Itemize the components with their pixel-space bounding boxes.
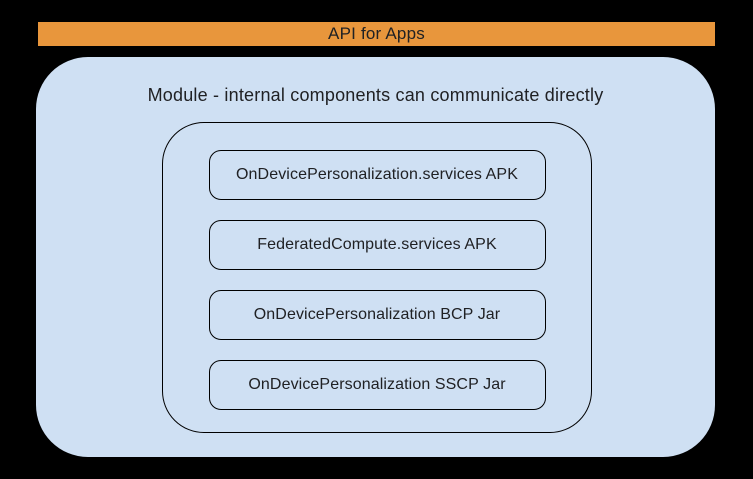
component-label: OnDevicePersonalization BCP Jar — [253, 306, 501, 323]
component-box-odp-services-apk: OnDevicePersonalization.services APK — [208, 150, 546, 200]
component-box-odp-bcp-jar: OnDevicePersonalization BCP Jar — [208, 290, 546, 340]
api-for-apps-label: API for Apps — [328, 24, 425, 43]
api-for-apps-banner: API for Apps — [38, 22, 715, 46]
component-box-federatedcompute-services-apk: FederatedCompute.services APK — [208, 220, 546, 270]
component-box-odp-sscp-jar: OnDevicePersonalization SSCP Jar — [208, 360, 546, 410]
module-container: Module - internal components can communi… — [36, 57, 715, 457]
module-components-group: OnDevicePersonalization.services APK Fed… — [162, 122, 592, 433]
component-label: OnDevicePersonalization SSCP Jar — [248, 376, 506, 393]
component-label: FederatedCompute.services APK — [257, 236, 497, 253]
module-title: Module - internal components can communi… — [147, 85, 604, 105]
component-label: OnDevicePersonalization.services APK — [236, 166, 518, 183]
